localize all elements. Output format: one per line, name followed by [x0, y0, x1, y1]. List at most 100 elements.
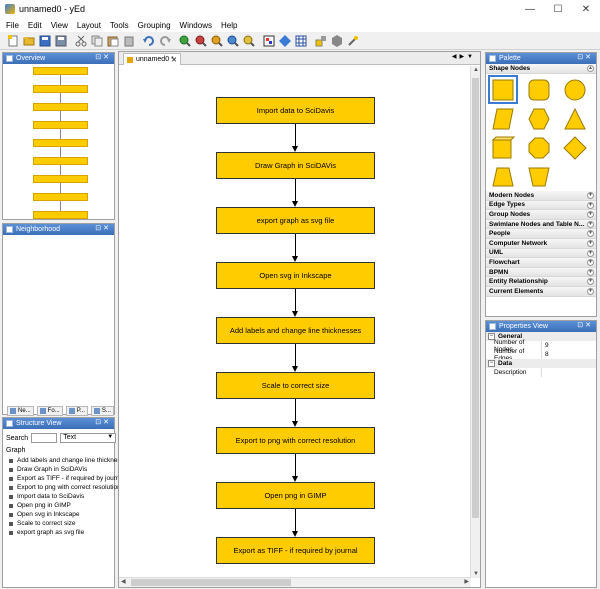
flow-edge[interactable]	[295, 179, 296, 201]
tree-root[interactable]: Graph	[6, 447, 26, 454]
menu-edit[interactable]: Edit	[27, 20, 42, 30]
palette-shape-ellipse[interactable]	[560, 75, 590, 104]
scroll-down-icon[interactable]: ▼	[473, 571, 479, 577]
palette-category[interactable]: Swimlane Nodes and Table N...▼	[486, 219, 596, 230]
scroll-left-icon[interactable]: ◀	[121, 579, 126, 585]
palette-shape-octagon[interactable]	[524, 133, 554, 162]
close-window-button[interactable]: ✕	[581, 3, 591, 15]
palette-category[interactable]: Entity Relationship▼	[486, 277, 596, 287]
collapse-icon[interactable]: −	[488, 333, 495, 340]
zoom-out-icon[interactable]	[194, 34, 208, 48]
zoom-selection-icon[interactable]	[242, 34, 256, 48]
delete-icon[interactable]	[122, 34, 136, 48]
layout-icon[interactable]	[278, 34, 292, 48]
flow-edge[interactable]	[295, 509, 296, 531]
cut-icon[interactable]	[74, 34, 88, 48]
palette-category[interactable]: Group Nodes▼	[486, 210, 596, 220]
save-icon[interactable]	[38, 34, 52, 48]
flow-node[interactable]: Import data to SciDavis	[216, 97, 375, 124]
panel-controls[interactable]: ⊡✕	[95, 54, 111, 61]
tab-successors[interactable]: S...	[90, 406, 114, 416]
palette-shape-rounded-rectangle[interactable]	[524, 75, 554, 104]
tree-item[interactable]: Export as TIFF - if required by journal	[9, 474, 125, 483]
menu-layout[interactable]: Layout	[76, 20, 101, 30]
redo-icon[interactable]	[158, 34, 172, 48]
tab-predecessors[interactable]: P...	[65, 406, 88, 416]
flow-edge[interactable]	[295, 454, 296, 476]
palette-shape-hexagon[interactable]	[524, 104, 554, 133]
paste-icon[interactable]	[106, 34, 120, 48]
panel-controls[interactable]: ⊡✕	[95, 225, 111, 232]
tree-item[interactable]: Open svg in Inkscape	[9, 510, 125, 519]
palette-category[interactable]: Modern Nodes▼	[486, 191, 596, 201]
palette-category[interactable]: Current Elements▼	[486, 286, 596, 297]
flow-node[interactable]: Draw Graph in SciDAVis	[216, 152, 375, 179]
flow-edge[interactable]	[295, 289, 296, 311]
flow-node[interactable]: Export as TIFF - if required by journal	[216, 537, 375, 564]
search-input[interactable]	[31, 433, 58, 443]
panel-controls[interactable]: ⊡✕	[577, 322, 593, 329]
palette-shape-rectangle[interactable]	[488, 75, 518, 104]
menu-view[interactable]: View	[50, 20, 68, 30]
panel-controls[interactable]: ⊡✕	[95, 419, 111, 426]
save-as-icon[interactable]	[54, 34, 68, 48]
tree-item[interactable]: Open png in GIMP	[9, 501, 125, 510]
palette-category[interactable]: Edge Types▼	[486, 200, 596, 211]
snap-icon[interactable]	[314, 34, 328, 48]
horizontal-scroll-thumb[interactable]	[131, 579, 291, 586]
flow-node[interactable]: Add labels and change line thicknesses	[216, 317, 375, 344]
menu-windows[interactable]: Windows	[179, 20, 212, 30]
palette-shape-triangle[interactable]	[560, 104, 590, 133]
tab-navigation[interactable]: ◀▶▼	[451, 54, 476, 60]
palette-category[interactable]: People▼	[486, 229, 596, 239]
flow-node[interactable]: Export to png with correct resolution	[216, 427, 375, 454]
flow-edge[interactable]	[295, 234, 296, 256]
property-group[interactable]: −Data	[486, 359, 596, 368]
flow-edge[interactable]	[295, 124, 296, 146]
group-icon[interactable]	[330, 34, 344, 48]
property-group[interactable]: −General	[486, 332, 596, 341]
maximize-button[interactable]: ☐	[553, 3, 563, 15]
tree-item[interactable]: Add labels and change line thickness	[9, 456, 125, 465]
panel-controls[interactable]: ⊡✕	[577, 54, 593, 61]
undo-icon[interactable]	[142, 34, 156, 48]
vertical-scrollbar[interactable]: ▲ ▼	[470, 66, 480, 578]
palette-shape-trapezoid[interactable]	[488, 162, 518, 191]
palette-shape-parallelogram[interactable]	[488, 104, 518, 133]
palette-category[interactable]: BPMN▼	[486, 267, 596, 278]
zoom-area-icon[interactable]	[226, 34, 240, 48]
menu-file[interactable]: File	[6, 20, 19, 30]
flow-node[interactable]: Open svg in Inkscape	[216, 262, 375, 289]
copy-icon[interactable]	[90, 34, 104, 48]
minimize-button[interactable]: —	[525, 3, 535, 15]
zoom-fit-icon[interactable]	[210, 34, 224, 48]
flow-edge[interactable]	[295, 344, 296, 366]
close-tab-icon[interactable]: ✕	[171, 56, 177, 64]
menu-grouping[interactable]: Grouping	[137, 20, 171, 30]
flow-node[interactable]: Open png in GIMP	[216, 482, 375, 509]
fit-content-icon[interactable]	[262, 34, 276, 48]
tree-item[interactable]: Import data to SciDavis	[9, 492, 125, 501]
menu-help[interactable]: Help	[220, 20, 238, 30]
palette-category[interactable]: UML▼	[486, 248, 596, 259]
tree-item[interactable]: Draw Graph in SciDAVis	[9, 465, 125, 474]
palette-shape-rectangle-3d[interactable]	[488, 133, 518, 162]
palette-category[interactable]: Flowchart▼	[486, 258, 596, 268]
scroll-up-icon[interactable]: ▲	[473, 67, 479, 73]
properties-icon[interactable]	[346, 34, 360, 48]
collapse-icon[interactable]: −	[488, 360, 495, 367]
tree-item[interactable]: Scale to correct size	[9, 519, 125, 528]
palette-category-shape-nodes[interactable]: Shape Nodes ▲	[486, 64, 596, 74]
flow-edge[interactable]	[295, 399, 296, 421]
palette-shape-trapezoid-inverted[interactable]	[524, 162, 554, 191]
tab-folding[interactable]: Fo...	[36, 406, 63, 416]
scroll-right-icon[interactable]: ▶	[464, 579, 469, 585]
menu-tools[interactable]: Tools	[109, 20, 129, 30]
palette-category[interactable]: Computer Network▼	[486, 238, 596, 249]
vertical-scroll-thumb[interactable]	[472, 78, 479, 518]
tree-item[interactable]: export graph as svg file	[9, 528, 125, 537]
tab-unnamed0[interactable]: unnamed0 * ✕	[123, 53, 181, 65]
